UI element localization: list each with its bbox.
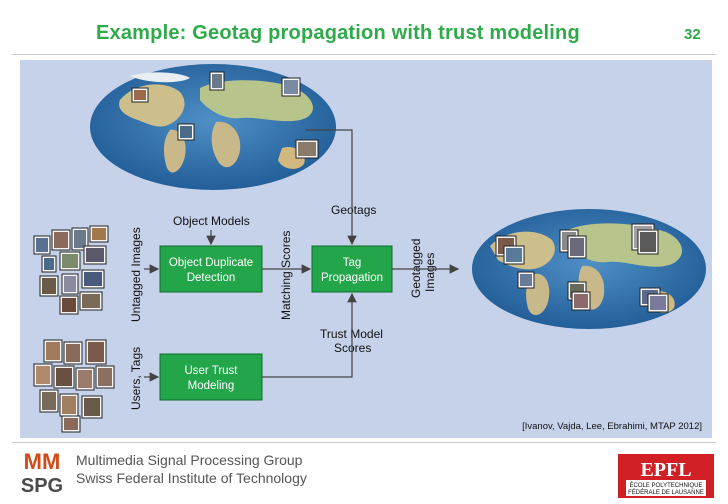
object-duplicate-detection-text-1: Object Duplicate [169,257,253,269]
trust-model-scores-label-2: Scores [334,341,371,355]
object-duplicate-detection-text-2: Detection [187,272,236,284]
epfl-logo: EPFL ÉCOLE POLYTECHNIQUE FÉDÉRALE DE LAU… [618,454,714,498]
tag-propagation-box: Tag Propagation [311,245,393,293]
untagged-images-label: Untagged Images [129,227,143,322]
slide-number: 32 [684,26,701,43]
citation: [Ivanov, Vajda, Lee, Ebrahimi, MTAP 2012… [522,421,702,432]
flow-arrows [144,129,460,382]
matching-scores-label: Matching Scores [279,231,293,320]
untagged-image-cluster [33,225,109,315]
diagram: Untagged Images Users, Tags Matching Sco… [33,64,706,433]
tag-propagation-text-1: Tag [343,257,362,269]
geotagged-images-label-1: Geotagged [409,239,423,298]
arrow-geotags [306,129,357,246]
epfl-logo-line2: ÉCOLE POLYTECHNIQUE [630,482,703,489]
user-trust-modeling-text-1: User Trust [184,365,238,377]
photo-thumbnails-top [131,71,319,159]
footer-group-name: Multimedia Signal Processing Group [76,452,303,468]
epfl-logo-line3: FÉDÉRALE DE LAUSANNE [628,489,704,496]
slide-title: Example: Geotag propagation with trust m… [96,22,580,44]
user-faces-cluster [33,339,115,433]
bottom-divider [12,442,716,443]
mmspg-logo: MM SPG [14,448,70,496]
mmspg-logo-line1: MM [24,449,61,474]
object-models-label: Object Models [173,214,250,228]
users-tags-label: Users, Tags [129,347,143,410]
world-map-right [472,209,706,329]
geotagged-images-label-2: Images [423,253,437,292]
geotags-label: Geotags [331,203,376,217]
mmspg-logo-line2: SPG [21,475,63,496]
object-duplicate-detection-box: Object Duplicate Detection [159,245,263,293]
top-divider [12,54,716,55]
user-trust-modeling-text-2: Modeling [188,380,235,392]
tag-propagation-text-2: Propagation [321,272,383,284]
diagram-panel: Untagged Images Users, Tags Matching Sco… [20,60,712,438]
epfl-logo-main: EPFL [640,459,691,481]
arrow-trust-model-scores [262,292,357,378]
footer-institute-name: Swiss Federal Institute of Technology [76,470,307,486]
user-trust-modeling-box: User Trust Modeling [159,353,263,401]
photo-thumbnails-right [495,223,669,313]
